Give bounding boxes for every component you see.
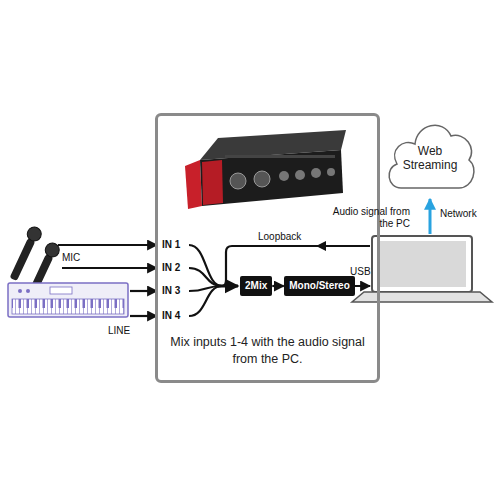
source-label: LINE bbox=[108, 325, 130, 337]
knob bbox=[295, 170, 305, 180]
knob bbox=[279, 171, 289, 181]
merge-wire bbox=[189, 286, 222, 316]
device-trim bbox=[225, 155, 335, 158]
signal-connector bbox=[272, 285, 284, 287]
mix-box: 2Mix bbox=[240, 276, 272, 296]
keyboard-knob bbox=[18, 289, 22, 293]
keyboard-screen bbox=[50, 287, 72, 294]
mode-box: Mono/Stereo bbox=[284, 276, 355, 296]
network-arrow bbox=[429, 199, 432, 234]
mic-handle bbox=[10, 238, 36, 281]
laptop-screen-frame bbox=[372, 236, 472, 292]
input-label: IN 3 bbox=[162, 285, 180, 297]
laptop bbox=[352, 236, 492, 302]
black-keys bbox=[12, 299, 124, 308]
keyboard-body bbox=[8, 283, 128, 317]
mic-head bbox=[43, 241, 62, 260]
device-panel: Mix inputs 1-4 with the audio signal fro… bbox=[155, 113, 380, 383]
wire-label: USB bbox=[350, 266, 371, 278]
input-arrow bbox=[130, 315, 157, 317]
mic-head bbox=[25, 225, 44, 244]
source-label: MIC bbox=[62, 252, 80, 264]
panel-caption: Mix inputs 1-4 with the audio signal fro… bbox=[164, 334, 371, 368]
input-arrow bbox=[130, 290, 157, 292]
cloud-path bbox=[389, 125, 474, 188]
network-label: Network bbox=[440, 208, 477, 220]
audio-interface bbox=[185, 130, 346, 209]
input-label: IN 1 bbox=[162, 239, 180, 251]
knob bbox=[327, 168, 335, 176]
white-keys bbox=[12, 299, 124, 314]
xlr-jack bbox=[230, 173, 246, 189]
input-label: IN 4 bbox=[162, 310, 180, 322]
laptop-screen bbox=[378, 241, 466, 287]
device-top bbox=[200, 130, 346, 160]
laptop-base bbox=[352, 292, 492, 302]
loopback-arrow-head bbox=[316, 241, 326, 251]
cloud-shape: Web Streaming bbox=[383, 112, 477, 194]
device-red-panel bbox=[202, 160, 223, 205]
box-label: Mono/Stereo bbox=[289, 280, 350, 292]
keyboard bbox=[8, 283, 128, 317]
mix-input-arrow bbox=[218, 285, 238, 288]
device-side bbox=[185, 160, 202, 209]
keyboard-knob bbox=[26, 289, 30, 293]
xlr-jack bbox=[254, 171, 270, 187]
input-arrow bbox=[62, 267, 157, 269]
input-arrow bbox=[58, 244, 157, 246]
device-front bbox=[200, 150, 343, 206]
knob bbox=[311, 168, 321, 178]
merge-wire bbox=[189, 268, 222, 286]
cloud-label: Web Streaming bbox=[398, 144, 462, 173]
signal-label: Audio signal from the PC bbox=[330, 206, 410, 230]
wire-label: Loopback bbox=[258, 231, 301, 243]
merge-wire bbox=[189, 245, 222, 286]
input-label: IN 2 bbox=[162, 262, 180, 274]
input-wires bbox=[58, 245, 370, 316]
box-label: 2Mix bbox=[245, 280, 267, 292]
